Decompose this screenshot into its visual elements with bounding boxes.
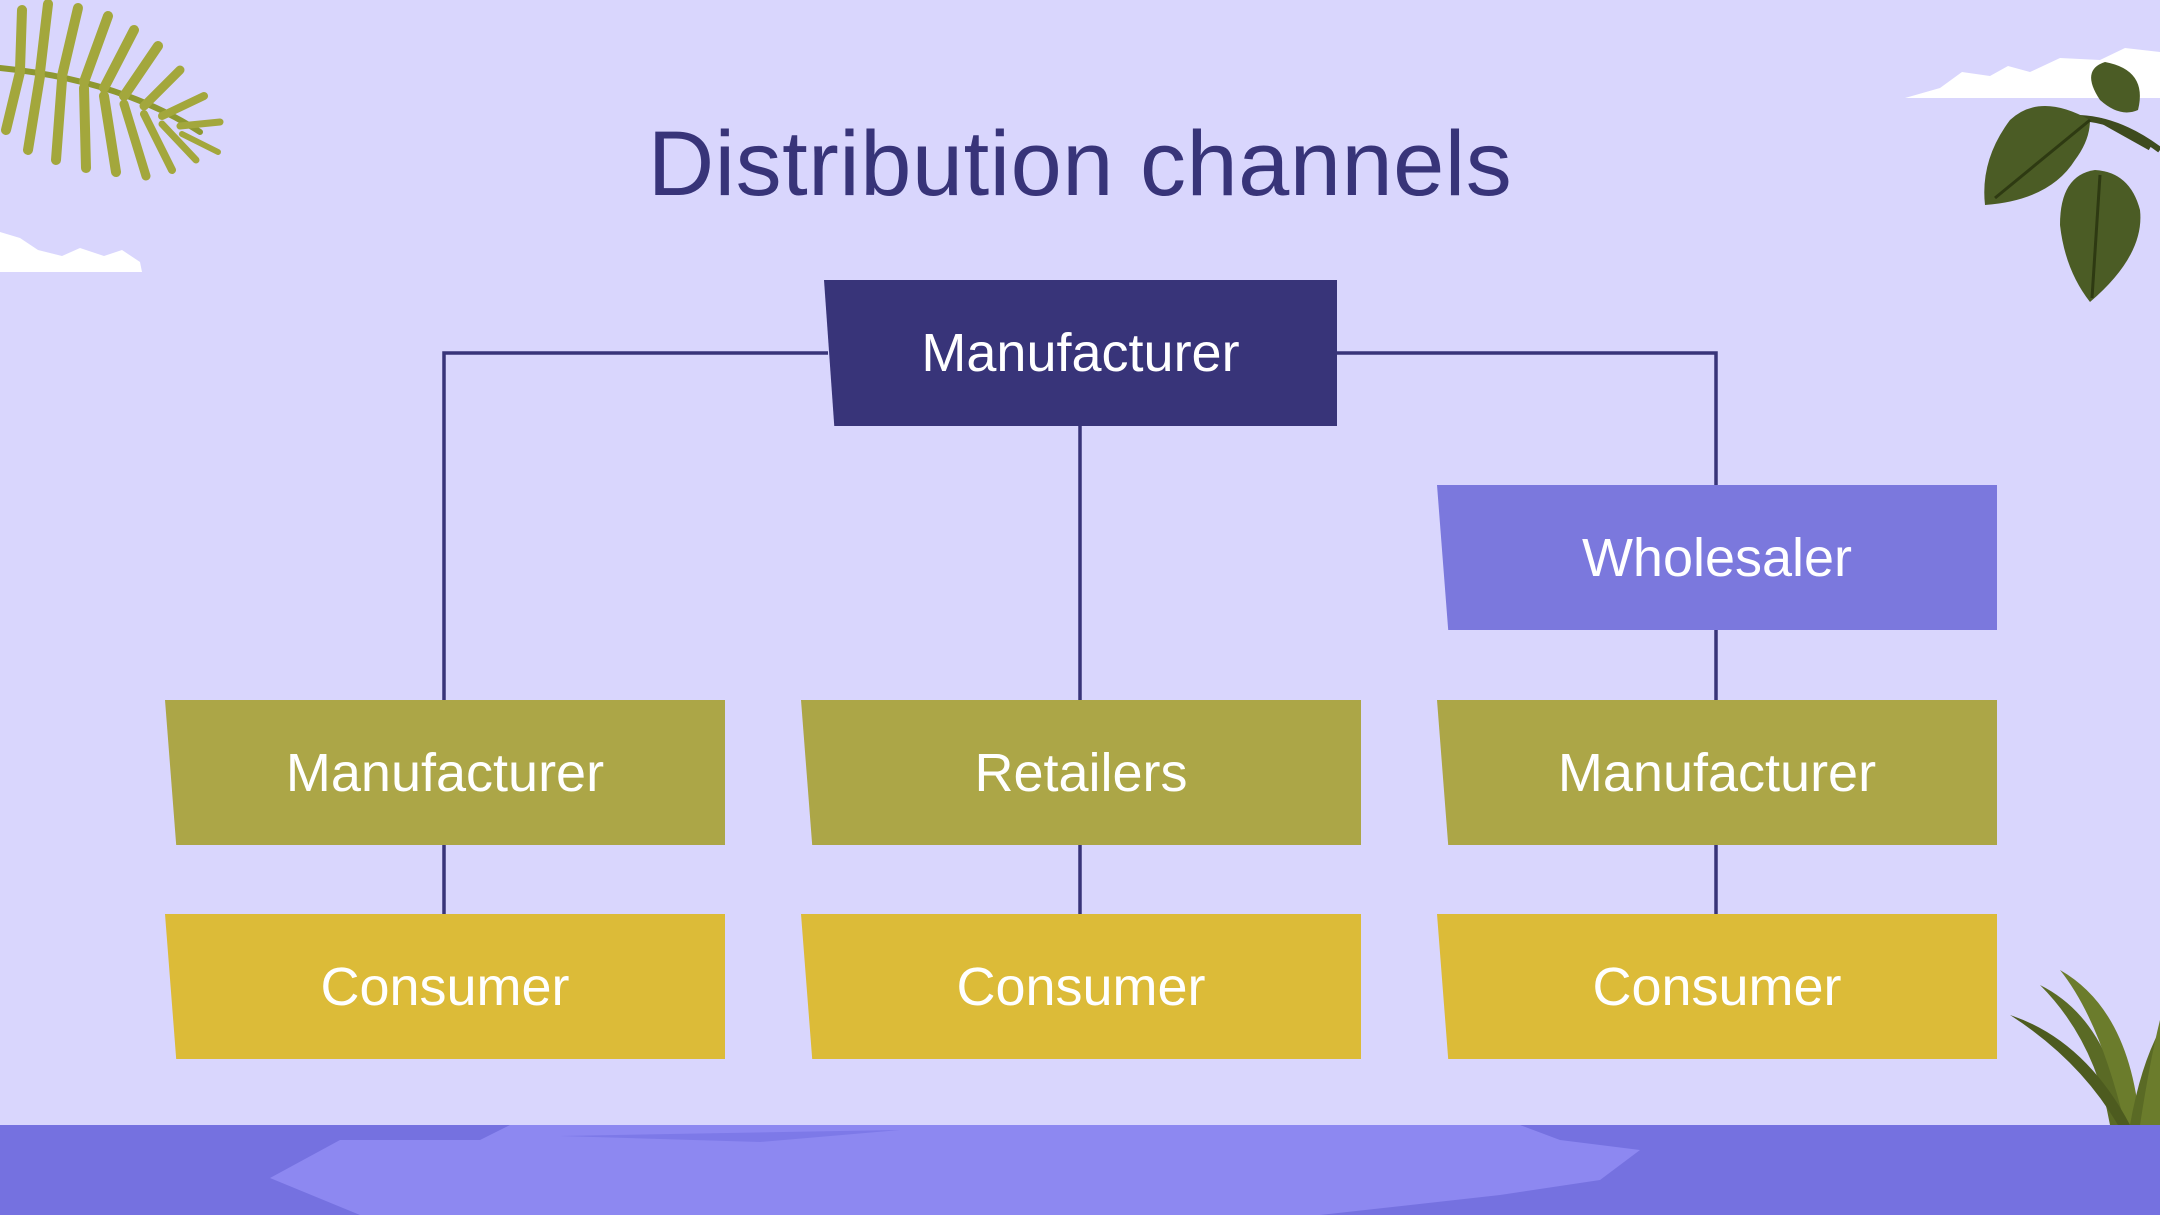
node-label: Consumer bbox=[320, 956, 570, 1017]
water-strip bbox=[0, 1125, 2160, 1215]
node-label: Consumer bbox=[1592, 956, 1842, 1017]
node-shape bbox=[165, 700, 725, 845]
node-label: Manufacturer bbox=[285, 742, 605, 803]
diagram-node-wholesaler: Wholesaler bbox=[1437, 485, 1997, 630]
leaf-branch-icon bbox=[1984, 62, 2160, 302]
connector-root-left bbox=[442, 351, 828, 700]
node-shape bbox=[801, 700, 1361, 845]
diagram-node-consumer-1: Consumer bbox=[165, 914, 725, 1059]
node-label: Wholesaler bbox=[1581, 527, 1853, 588]
diagram-node-middle-1: Manufacturer bbox=[165, 700, 725, 845]
node-shape bbox=[824, 280, 1337, 426]
diagram-node-consumer-3: Consumer bbox=[1437, 914, 1997, 1059]
connector-root-right bbox=[1336, 351, 1718, 485]
page-title: Distribution channels bbox=[647, 113, 1513, 215]
node-label: Retailers bbox=[974, 742, 1188, 803]
node-shape bbox=[801, 914, 1361, 1059]
node-label: Manufacturer bbox=[1557, 742, 1877, 803]
diagram-node-consumer-2: Consumer bbox=[801, 914, 1361, 1059]
node-shape bbox=[1437, 700, 1997, 845]
diagram-node-root: Manufacturer bbox=[824, 280, 1337, 426]
fern-leaf-icon bbox=[0, 0, 224, 181]
node-shape bbox=[165, 914, 725, 1059]
cloud-icon bbox=[0, 232, 142, 272]
node-label: Consumer bbox=[956, 956, 1206, 1017]
connector-lines bbox=[442, 351, 1718, 914]
node-label: Manufacturer bbox=[921, 323, 1240, 383]
diagram-node-middle-3: Manufacturer bbox=[1437, 700, 1997, 845]
node-shape bbox=[1437, 914, 1997, 1059]
diagram-node-middle-2: Retailers bbox=[801, 700, 1361, 845]
grass-icon bbox=[2010, 970, 2160, 1125]
node-shape bbox=[1437, 485, 1997, 630]
